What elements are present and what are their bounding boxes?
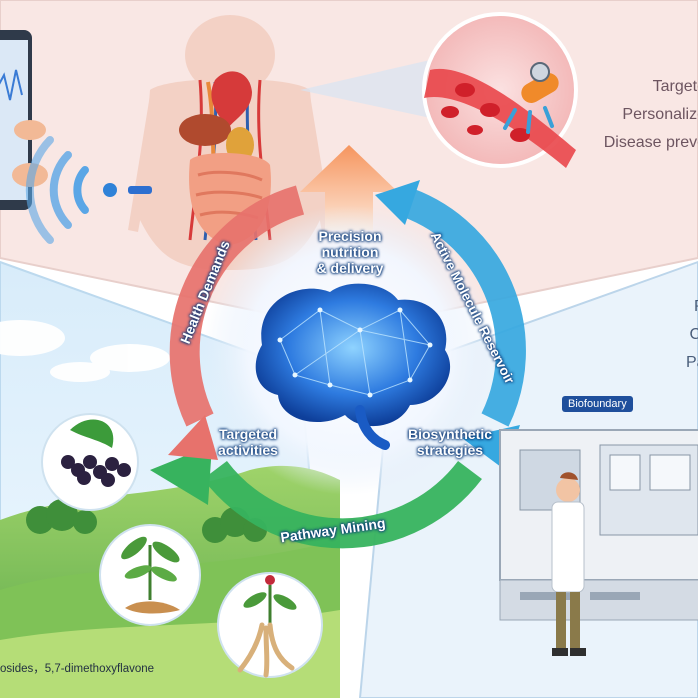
arrowhead-health [375, 180, 420, 225]
right-item-1: Pr [694, 298, 698, 316]
biofoundry-badge: Biofoundary [562, 396, 633, 412]
arc-pathway-mining [203, 460, 482, 549]
compounds-caption: osides，5,7-dimethoxyflavone [0, 663, 155, 675]
brain-illustration [255, 283, 451, 450]
human-body-illustration [128, 15, 332, 270]
arc-active-molecule [395, 185, 526, 427]
arc-health-demands [169, 185, 305, 427]
outcome-3: Disease preve [603, 134, 698, 151]
biofoundry-illustration [499, 429, 698, 656]
arrowhead-pathway [150, 445, 212, 505]
right-item-3: Pat [685, 354, 698, 371]
arrowhead-left [168, 415, 218, 460]
upward-arrow [300, 145, 398, 230]
cycle-arcs [169, 185, 526, 549]
inner-label-biosynthetic: Biosynthetic strategies [407, 426, 492, 458]
right-item-2: Ch [689, 326, 698, 343]
blackberry-illustration [41, 413, 139, 511]
outcome-1: Targete [652, 78, 698, 95]
ginseng-illustration [217, 572, 323, 678]
smartphone-illustration [0, 30, 48, 210]
blood-vessel-illustration [300, 12, 578, 168]
inner-label-precision: Precision nutrition & delivery [316, 228, 384, 276]
clouds [0, 320, 170, 382]
inner-label-targeted: Targeted activities [218, 426, 278, 458]
wifi-icon [25, 136, 117, 244]
outcome-2: Personalize [622, 106, 698, 123]
ginger-plant-illustration [99, 524, 201, 626]
